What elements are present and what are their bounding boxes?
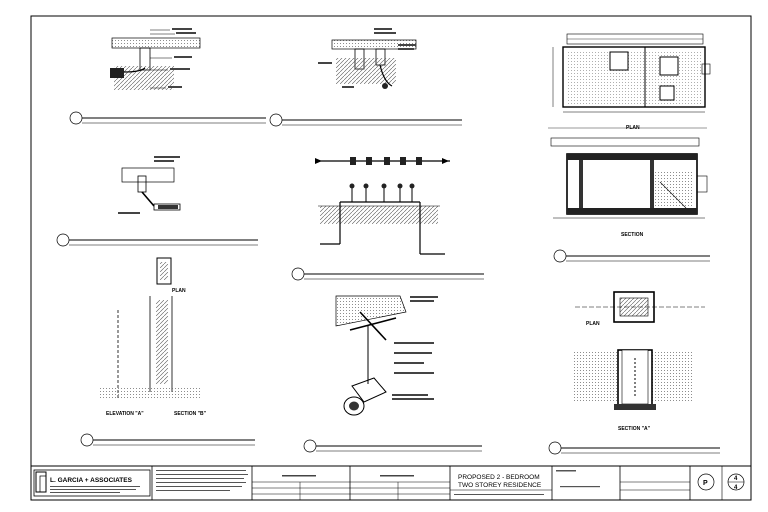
elevation-a-label: ELEVATION "A" [106, 411, 144, 417]
plan-label-bottom: PLAN [586, 321, 600, 327]
detail-floor-drain-2 [269, 28, 462, 127]
sheet-number: P [703, 480, 708, 487]
detail-vent-stack: PLAN ELEVATION "A" SECTION "B" [80, 257, 255, 447]
sheet-index: 4 [734, 476, 738, 482]
detail-floor-drain-1 [69, 28, 266, 125]
project-title-line1: PROPOSED 2 - BEDROOM [458, 474, 540, 481]
detail-catch-basin: PLAN SECTION "A" [548, 291, 720, 455]
section-a-label: SECTION "A" [618, 426, 651, 432]
sheet-number-badge [697, 473, 715, 491]
project-title-line2: TWO STOREY RESIDENCE [458, 482, 542, 489]
sheet-total: 4 [734, 485, 738, 491]
section-b-label: SECTION "B" [174, 411, 207, 417]
firm-logo [35, 471, 47, 493]
sheet-border [30, 15, 752, 501]
section-label-middle: SECTION [621, 232, 644, 238]
firm-name: L. GARCIA + ASSOCIATES [50, 477, 133, 484]
detail-cleanout [56, 156, 258, 247]
detail-water-line [291, 157, 484, 281]
detail-septic-plan: PLAN [548, 33, 711, 131]
title-block: L. GARCIA + ASSOCIATES PROPOSED 2 - BEDR… [33, 466, 745, 500]
plan-label-left: PLAN [172, 288, 186, 294]
detail-pipe-hanger [303, 295, 482, 453]
detail-septic-section: SECTION [550, 137, 710, 263]
